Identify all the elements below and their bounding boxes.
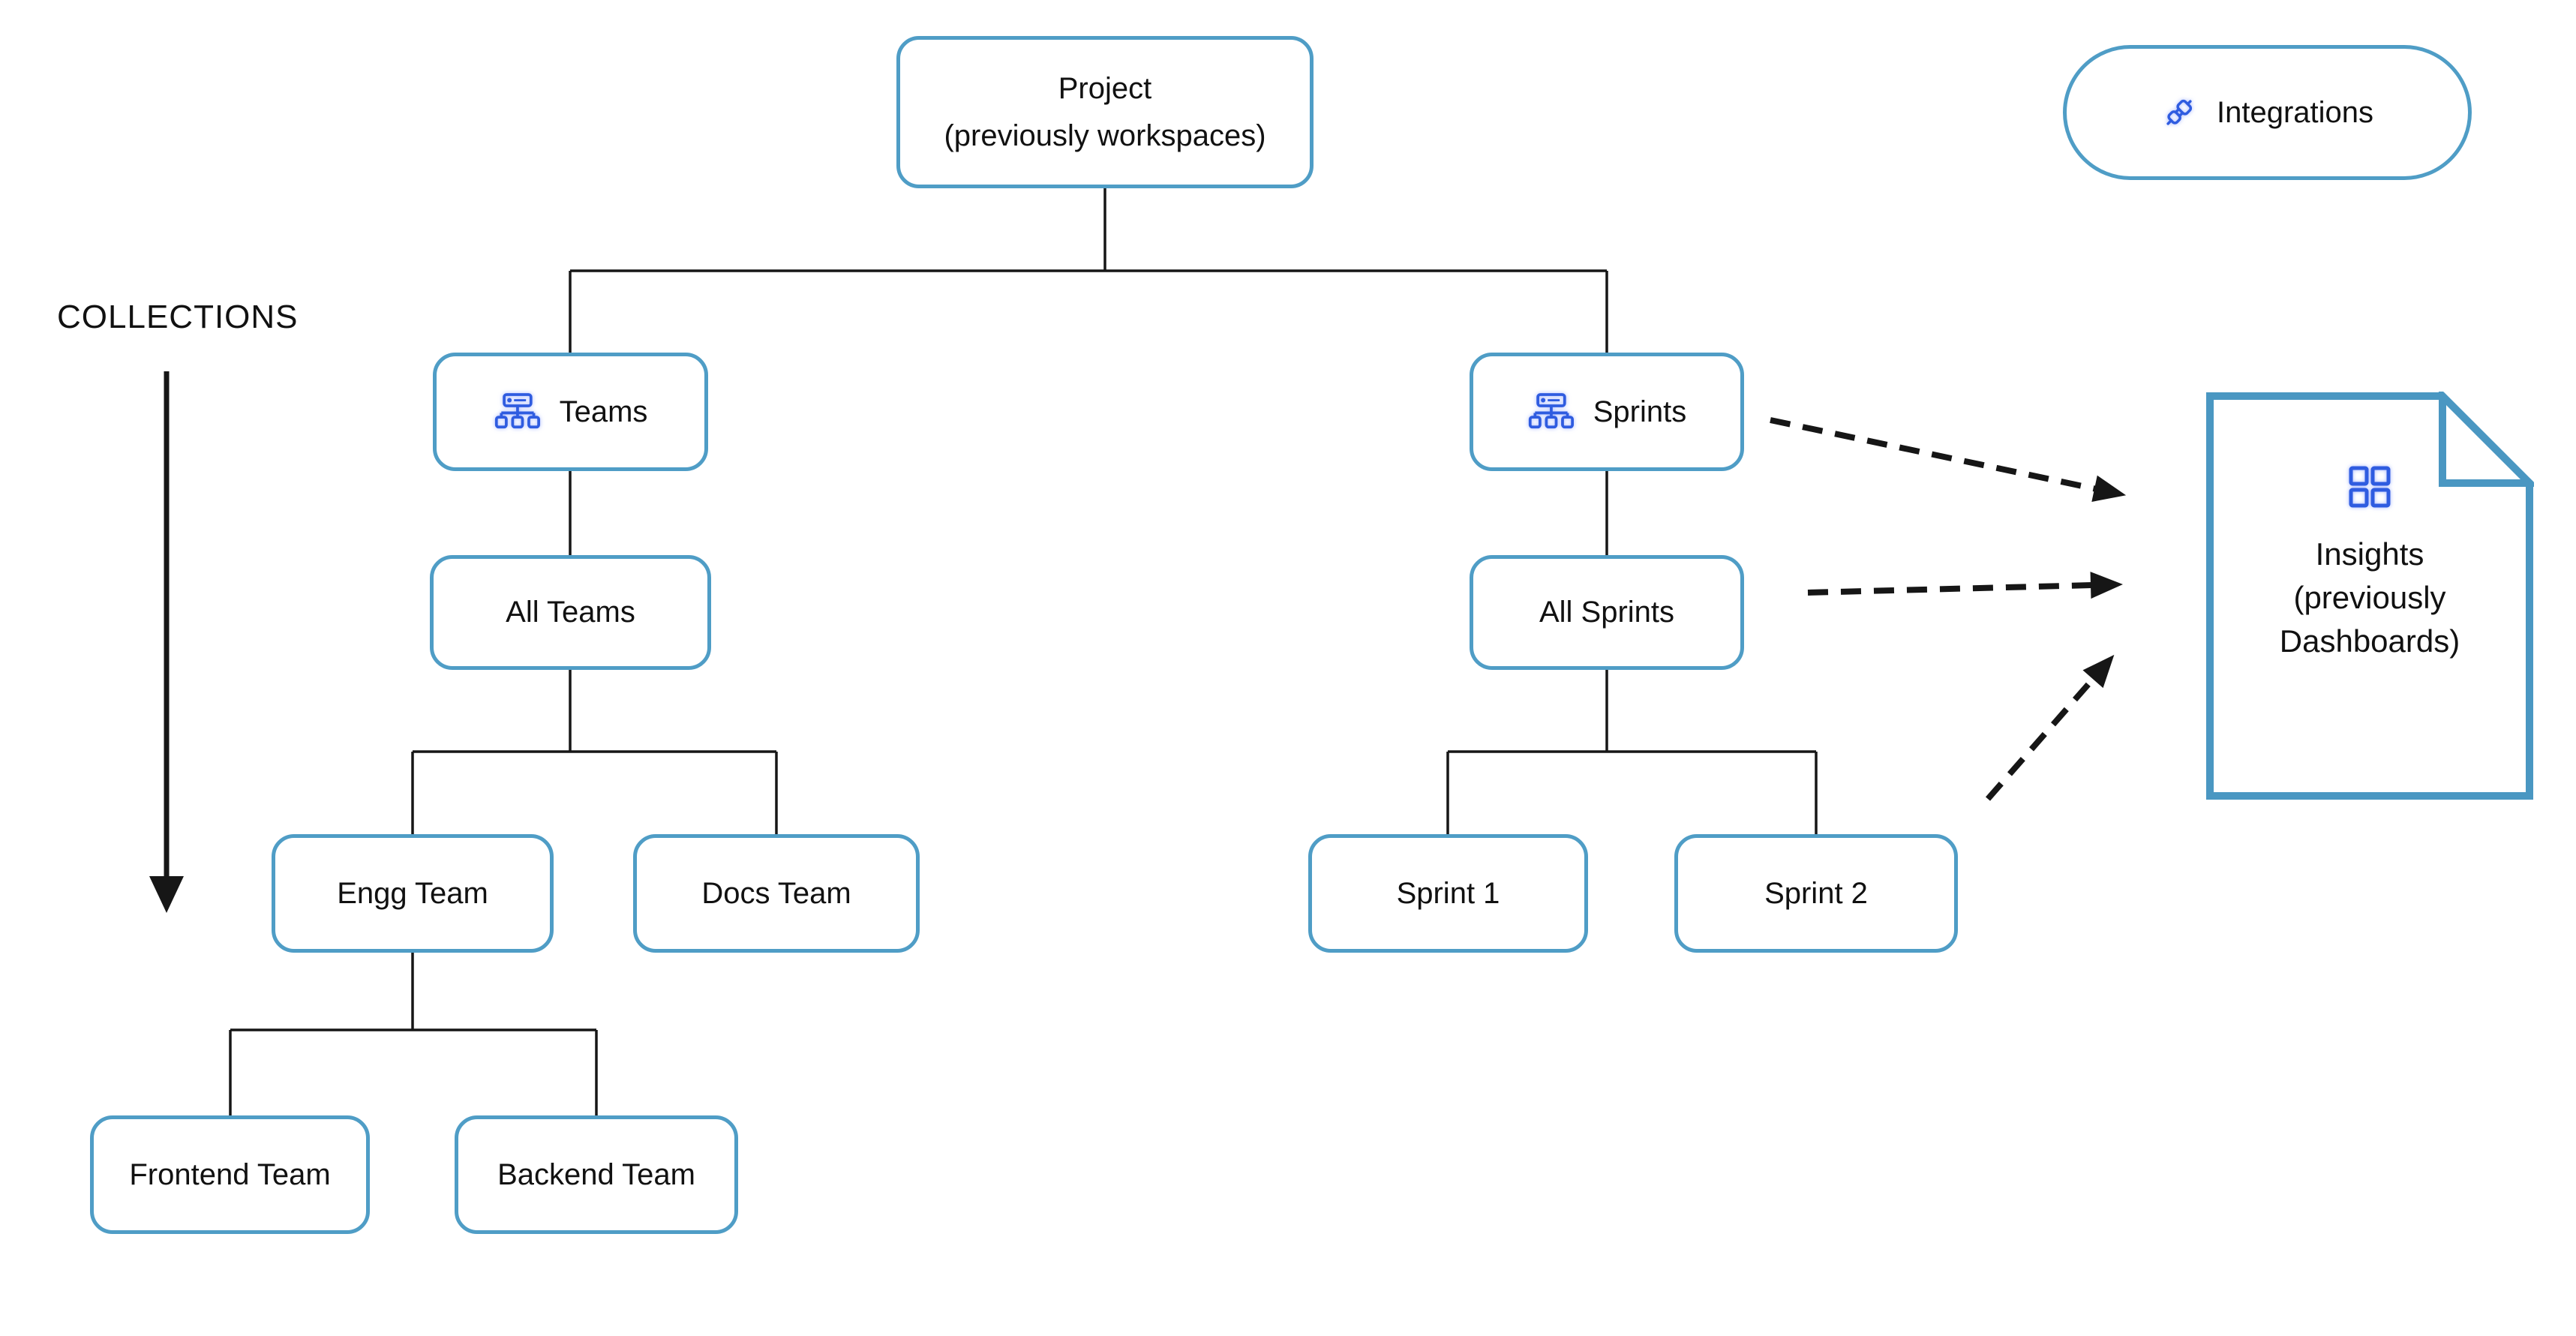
dashboard-grid-icon <box>2349 466 2391 508</box>
node-insights[interactable]: Insights (previously Dashboards) <box>2205 392 2534 800</box>
org-hierarchy-icon <box>1528 392 1574 428</box>
insights-label: Insights <box>2315 536 2424 572</box>
tree-connectors <box>229 188 1818 1115</box>
teams-label: Teams <box>559 395 648 428</box>
collections-label: COLLECTIONS <box>57 299 299 335</box>
sprints-label: Sprints <box>1593 395 1687 428</box>
node-sprint-2[interactable]: Sprint 2 <box>1674 834 1958 953</box>
engg-team-label: Engg Team <box>337 876 488 910</box>
insights-sublabel-2: Dashboards) <box>2279 623 2460 659</box>
project-label: Project <box>1058 71 1152 105</box>
insights-sublabel-1: (previously <box>2293 580 2446 615</box>
node-integrations[interactable]: Integrations <box>2063 45 2472 180</box>
node-frontend-team[interactable]: Frontend Team <box>90 1115 370 1234</box>
node-backend-team[interactable]: Backend Team <box>455 1115 738 1234</box>
collections-flow-arrow <box>149 371 184 913</box>
node-teams[interactable]: Teams <box>433 353 708 471</box>
node-sprints[interactable]: Sprints <box>1470 353 1744 471</box>
document-shape <box>2206 392 2534 800</box>
dashed-arrow-allsprints-to-insights <box>1807 572 2123 599</box>
org-hierarchy-icon <box>494 392 540 428</box>
all-sprints-label: All Sprints <box>1539 596 1675 629</box>
all-teams-label: All Teams <box>506 596 635 629</box>
project-sublabel: (previously workspaces) <box>944 119 1266 152</box>
node-all-teams[interactable]: All Teams <box>430 555 711 670</box>
sprint-2-label: Sprint 2 <box>1764 876 1868 910</box>
docs-team-label: Docs Team <box>701 876 851 910</box>
node-sprint-1[interactable]: Sprint 1 <box>1308 834 1588 953</box>
backend-team-label: Backend Team <box>497 1157 695 1191</box>
node-engg-team[interactable]: Engg Team <box>272 834 554 953</box>
plug-connection-icon <box>2166 99 2193 125</box>
node-all-sprints[interactable]: All Sprints <box>1470 555 1744 670</box>
sprint-1-label: Sprint 1 <box>1396 876 1500 910</box>
dashed-arrow-sprint2-to-insights <box>1985 654 2115 801</box>
dashed-arrow-sprints-to-insights <box>1770 417 2127 502</box>
node-docs-team[interactable]: Docs Team <box>633 834 920 953</box>
frontend-team-label: Frontend Team <box>129 1157 331 1191</box>
integrations-label: Integrations <box>2216 95 2374 129</box>
node-project[interactable]: Project (previously workspaces) <box>896 36 1314 188</box>
